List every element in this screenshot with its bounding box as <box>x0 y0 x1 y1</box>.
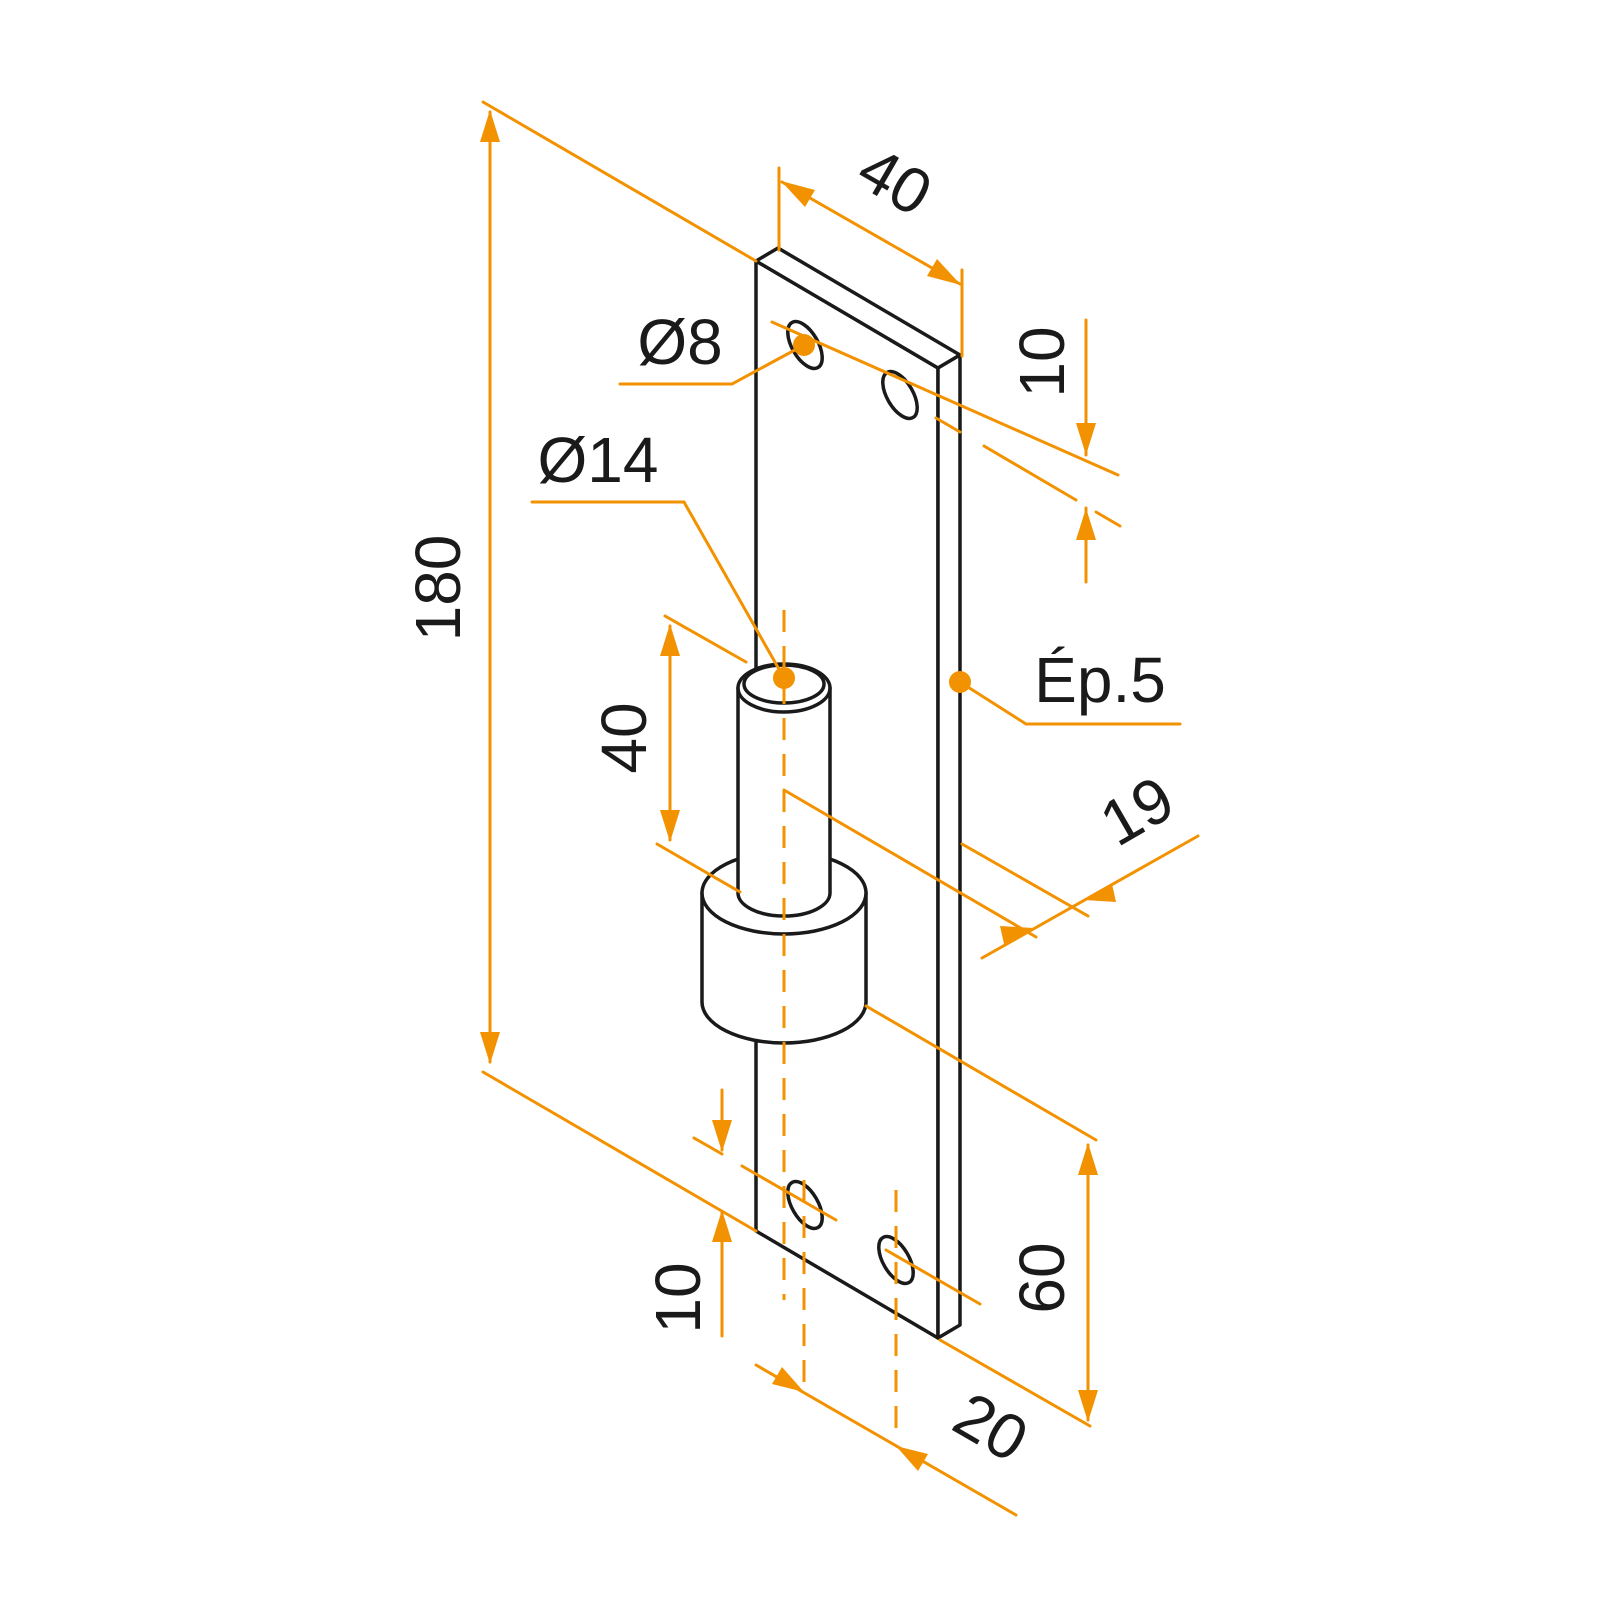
ext-line-bottom <box>481 1070 758 1233</box>
arrow-60-top <box>1078 1143 1098 1175</box>
leader-pin-diameter <box>530 500 786 680</box>
ext-line-bottom-hole-2 <box>740 1164 838 1222</box>
ext-line-plate-bottom <box>938 1338 1092 1428</box>
label-collar-height: 60 <box>1006 1242 1078 1313</box>
collar-body <box>700 891 868 1045</box>
hole-bottom-right <box>877 1234 915 1286</box>
arrow-19-a <box>1000 926 1034 944</box>
leader-hole-diameter <box>618 343 806 386</box>
ext-line-top-hole <box>770 320 1120 477</box>
label-bottom-offset: 10 <box>642 1262 714 1333</box>
ext-line-top-hole-4 <box>1094 510 1122 528</box>
arrow-180-bottom <box>480 1032 500 1064</box>
label-top-offset: 10 <box>1006 326 1078 397</box>
dimensions <box>480 100 1200 1517</box>
label-thickness: Ép.5 <box>1034 644 1166 716</box>
arrow-10t-bottom <box>1076 508 1096 540</box>
dim-line-40-width <box>780 180 962 286</box>
arrow-40p-bottom <box>660 810 680 842</box>
arrow-10b-top <box>712 1120 732 1152</box>
label-pin-diameter: Ø14 <box>538 424 659 496</box>
center-lines <box>782 610 898 1440</box>
mounting-plate <box>754 246 962 1340</box>
leader-dot-thickness <box>949 671 971 693</box>
label-hole-spacing: 20 <box>942 1378 1040 1476</box>
arrow-60-bottom <box>1078 1390 1098 1422</box>
mounting-holes <box>786 319 919 1286</box>
arrow-10t-top <box>1076 423 1096 455</box>
ext-line-top <box>481 100 758 263</box>
ext-line-pin-offset-a <box>782 788 1038 939</box>
label-pin-offset: 19 <box>1088 762 1186 860</box>
ext-line-bottom-hole <box>692 1136 724 1156</box>
arrow-20-a <box>772 1367 804 1392</box>
leader-dot-pin <box>773 667 795 689</box>
ext-line-bottom-hole-3 <box>884 1248 982 1306</box>
arrow-180-top <box>480 110 500 142</box>
ext-line-pin-bottom <box>655 842 742 894</box>
leader-thickness <box>958 680 1182 726</box>
pin-shaft <box>736 662 832 918</box>
plate-side <box>936 353 962 1340</box>
label-total-height: 180 <box>402 535 474 642</box>
label-plate-width: 40 <box>846 132 944 230</box>
arrow-19-b <box>1084 884 1116 902</box>
ext-line-top-hole-2 <box>934 416 962 434</box>
label-pin-length: 40 <box>588 702 660 773</box>
ext-line-collar <box>864 1004 1098 1142</box>
arrow-40w-right <box>927 259 961 285</box>
ext-line-top-hole-3 <box>982 444 1078 502</box>
arrow-40p-top <box>660 624 680 656</box>
ext-line-pin-offset-b <box>960 842 1090 918</box>
arrow-40w-left <box>781 181 815 207</box>
label-hole-diameter: Ø8 <box>637 306 722 378</box>
arrow-20-b <box>896 1446 928 1471</box>
arrow-10b-bottom <box>712 1210 732 1242</box>
hole-bottom-left <box>786 1179 824 1231</box>
ext-line-pin-top <box>663 614 748 664</box>
